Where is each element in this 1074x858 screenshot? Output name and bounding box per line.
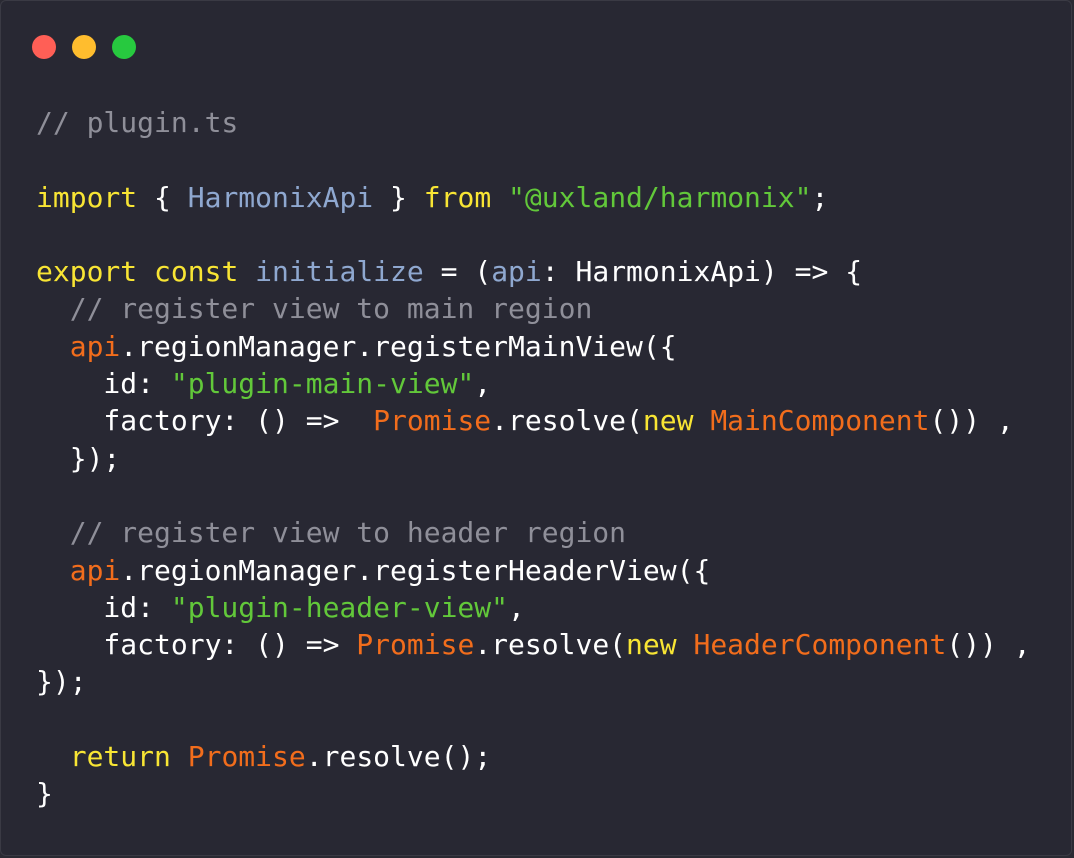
code-token-keyword: new [626, 628, 677, 662]
code-line: id: "plugin-header-view", [36, 589, 1031, 626]
code-token-plain: }); [36, 665, 87, 699]
code-token-object: HeaderComponent [693, 628, 947, 662]
code-line: // register view to main region [36, 290, 1031, 327]
code-token-plain: id: [36, 590, 171, 624]
code-token-plain: .regionManager.registerHeaderView({ [120, 553, 711, 587]
code-line: return Promise.resolve(); [36, 738, 1031, 775]
code-token-plain [36, 330, 70, 363]
code-line: // register view to header region [36, 514, 1031, 551]
code-token-plain: .resolve( [491, 404, 643, 438]
code-line [36, 701, 1031, 738]
code-block: // plugin.ts import { HarmonixApi } from… [36, 104, 1031, 813]
code-token-keyword: return [69, 740, 171, 774]
code-line: }); [36, 440, 1031, 477]
maximize-button[interactable] [112, 35, 136, 59]
code-token-plain: { [137, 180, 188, 214]
code-line [36, 477, 1031, 514]
code-token-comment: // plugin.ts [36, 106, 239, 139]
code-token-plain [693, 404, 710, 437]
close-button[interactable] [32, 35, 56, 59]
code-line: }); [36, 663, 1031, 700]
code-token-keyword: export [36, 255, 138, 289]
code-token-keyword: new [642, 404, 694, 438]
code-line: factory: () => Promise.resolve(new MainC… [36, 402, 1031, 439]
code-token-object: Promise [356, 628, 475, 662]
code-token-plain: factory: () => [36, 404, 374, 438]
code-token-plain: } [36, 777, 53, 811]
code-token-plain: ; [811, 180, 829, 214]
code-token-plain: id: [36, 367, 171, 401]
code-token-keyword: from [423, 180, 492, 214]
code-token-plain [171, 740, 188, 773]
code-token-plain [137, 255, 154, 288]
window-controls [32, 35, 136, 59]
code-token-plain: : HarmonixApi) => { [541, 255, 863, 289]
code-token-object: api [69, 329, 121, 363]
code-token-plain: , [474, 367, 492, 401]
code-token-keyword: const [154, 255, 239, 289]
code-token-keyword: import [36, 180, 138, 214]
code-token-plain: } [373, 180, 424, 214]
code-line: api.regionManager.registerHeaderView({ [36, 552, 1031, 589]
code-token-object: Promise [187, 740, 306, 774]
code-token-string: "@uxland/harmonix" [508, 180, 812, 214]
code-line: id: "plugin-main-view", [36, 365, 1031, 402]
code-token-plain [491, 181, 508, 214]
code-line: } [36, 775, 1031, 812]
code-token-plain [677, 628, 694, 661]
code-line: factory: () => Promise.resolve(new Heade… [36, 626, 1031, 663]
code-token-plain: }); [36, 441, 121, 475]
code-token-plain: ()) , [929, 404, 1014, 438]
code-token-plain [238, 255, 255, 288]
code-token-plain: = ( [423, 255, 492, 289]
code-token-plain: .resolve( [474, 628, 627, 662]
code-token-plain [36, 740, 70, 773]
code-token-object: Promise [373, 404, 492, 438]
code-line [36, 216, 1031, 253]
code-token-identifier: initialize [255, 255, 424, 289]
code-token-plain: ()) , [946, 628, 1031, 662]
code-token-object: MainComponent [710, 404, 930, 438]
code-line: api.regionManager.registerMainView({ [36, 328, 1031, 365]
minimize-button[interactable] [72, 35, 96, 59]
code-token-identifier: api [491, 255, 542, 289]
code-token-plain: , [508, 590, 525, 624]
code-token-plain: .regionManager.registerMainView({ [120, 329, 677, 363]
code-line: export const initialize = (api: Harmonix… [36, 253, 1031, 290]
code-token-object: api [69, 553, 121, 587]
code-token-plain: factory: () => [36, 628, 357, 662]
code-token-string: "plugin-header-view" [170, 590, 509, 624]
code-line: // plugin.ts [36, 104, 1031, 141]
code-token-string: "plugin-main-view" [170, 367, 475, 401]
code-token-identifier: HarmonixApi [187, 180, 374, 214]
code-line [36, 141, 1031, 178]
code-token-comment: // register view to header region [36, 516, 627, 550]
code-token-comment: // register view to main region [36, 292, 593, 326]
code-token-plain: .resolve(); [305, 740, 492, 774]
code-line: import { HarmonixApi } from "@uxland/har… [36, 179, 1031, 216]
code-token-plain [36, 554, 70, 587]
